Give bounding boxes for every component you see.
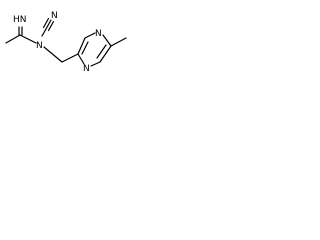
ring-bond-c2-n-bottom [77,53,85,65]
bond-ch2-ring [61,53,79,63]
cyano-group [41,17,55,37]
ring-bond-c-c5-inner [96,44,107,59]
ring-bond-c-c5 [99,45,112,63]
ring-n-top-label: N [95,29,102,39]
ring-bond-n-top-c [84,32,96,39]
ring-bond-n-bottom-c [90,61,101,67]
bond-nitrile-2 [47,20,55,32]
ring-bond-c-c2-inner [81,41,89,55]
bond-c-amine-n [19,34,37,44]
molecule-structure: HN N N N N [5,11,127,74]
bond-amine-n-ch2 [43,46,63,63]
bond-ring-methyl [110,37,127,47]
acetimidoyl-group [5,26,37,44]
amine-n-label: N [36,41,43,51]
bond-nitrile-3 [42,17,50,29]
ring-bond-c5-n-top [102,34,112,47]
ring-bond-c-c2 [77,37,86,55]
pyrazine-ring [77,32,112,67]
bond-methyl-c [5,34,21,44]
bond-nitrile-1 [45,19,52,30]
bond-amine-n-c [41,28,47,37]
ring-n-bottom-label: N [83,64,90,74]
methylene-linker [43,46,79,63]
imine-label: HN [13,15,27,25]
nitrile-n-label: N [51,11,58,21]
